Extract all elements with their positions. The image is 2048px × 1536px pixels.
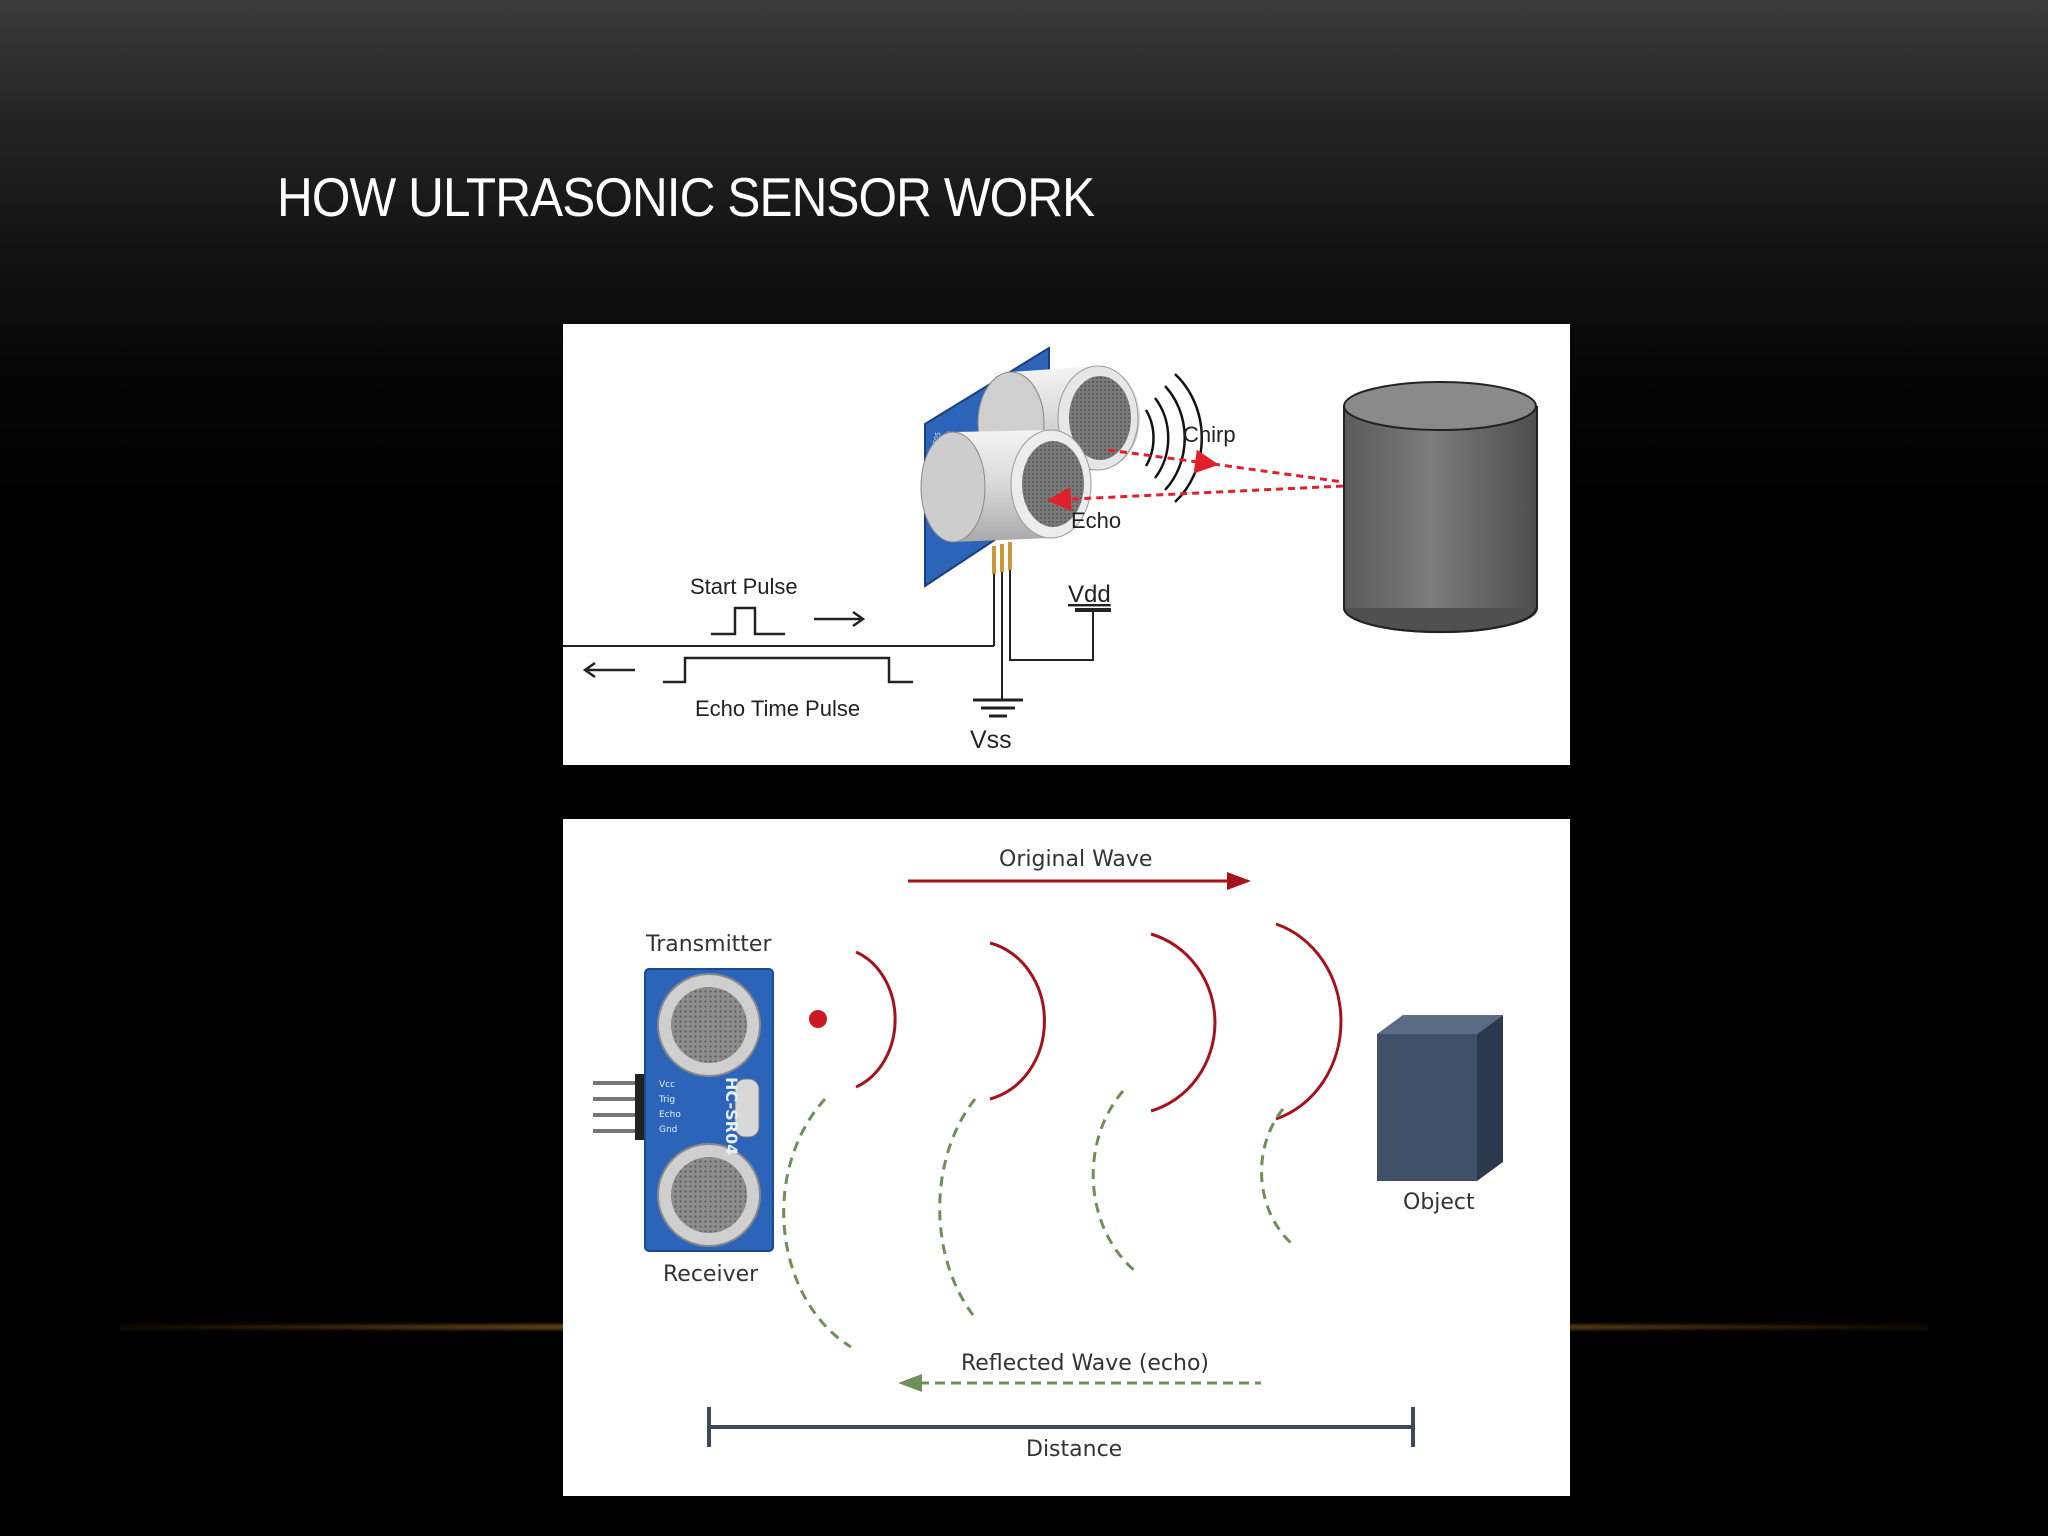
original-wave-arc-2: [989, 941, 1046, 1101]
object-label: Object: [1403, 1190, 1475, 1215]
vss-label: Vss: [970, 726, 1012, 754]
reflected-wave-arc-1: [782, 1097, 852, 1349]
slide-title: HOW ULTRASONIC SENSOR WORK: [277, 166, 1095, 228]
receiver-label: Receiver: [663, 1262, 759, 1287]
chirp-arrow: [1107, 448, 1219, 474]
chirp-label: Chirp: [1183, 422, 1236, 447]
echo-time-pulse-waveform: [663, 656, 913, 684]
chirp-sound-arcs: [1144, 373, 1204, 503]
sensor-circuit-svg: SRF05 Rev 1 www.parallax.com: [563, 346, 1538, 754]
sensor-pins: [992, 542, 1012, 574]
distance-bar: [707, 1407, 1415, 1447]
start-pulse-label: Start Pulse: [690, 574, 798, 599]
original-wave-arcs: [855, 922, 1343, 1121]
receiver-can: [920, 429, 1092, 543]
module-pin-vcc: Vcc: [659, 1080, 675, 1090]
reflected-wave-arcs: [782, 1090, 1293, 1349]
module-pin-trig: Trig: [658, 1095, 675, 1105]
object-cube: [1377, 1015, 1503, 1181]
module-pin-echo: Echo: [659, 1110, 681, 1120]
transmitter-label: Transmitter: [645, 932, 772, 957]
target-cylinder: [1343, 381, 1538, 634]
reflected-wave-arc-3: [1091, 1090, 1136, 1273]
wave-reflection-diagram: Original Wave Transmitter Vcc Trig: [563, 819, 1570, 1496]
ground-symbol: [973, 698, 1023, 718]
echo-arrow: [1047, 484, 1344, 512]
vdd-label: Vdd: [1068, 581, 1111, 608]
wave-reflection-svg: Original Wave Transmitter Vcc Trig: [593, 847, 1503, 1462]
original-wave-arc-1: [855, 950, 897, 1089]
hc-sr04-module: Vcc Trig Echo Gnd HC-SR04: [593, 968, 774, 1252]
echo-return-arrow: [582, 661, 635, 679]
chirp-arrow-continued: [1212, 462, 1344, 484]
original-wave-label: Original Wave: [999, 847, 1152, 872]
distance-label: Distance: [1026, 1437, 1122, 1462]
original-wave-arc-4: [1275, 922, 1343, 1121]
signal-wires: [563, 570, 1111, 700]
reflected-wave-arc-4: [1260, 1108, 1293, 1245]
sensor-circuit-diagram: SRF05 Rev 1 www.parallax.com: [563, 324, 1570, 765]
reflected-wave-arc-2: [938, 1098, 977, 1316]
module-pin-gnd: Gnd: [659, 1125, 677, 1135]
start-pulse-arrow: [814, 610, 866, 628]
echo-label: Echo: [1071, 508, 1121, 533]
module-name-label: HC-SR04: [722, 1077, 741, 1155]
reflected-wave-label: Reflected Wave (echo): [961, 1351, 1209, 1376]
echo-time-pulse-label: Echo Time Pulse: [695, 696, 860, 721]
original-wave-arc-3: [1150, 932, 1217, 1113]
wave-source-dot: [809, 1010, 827, 1028]
start-pulse-waveform: [711, 606, 785, 636]
